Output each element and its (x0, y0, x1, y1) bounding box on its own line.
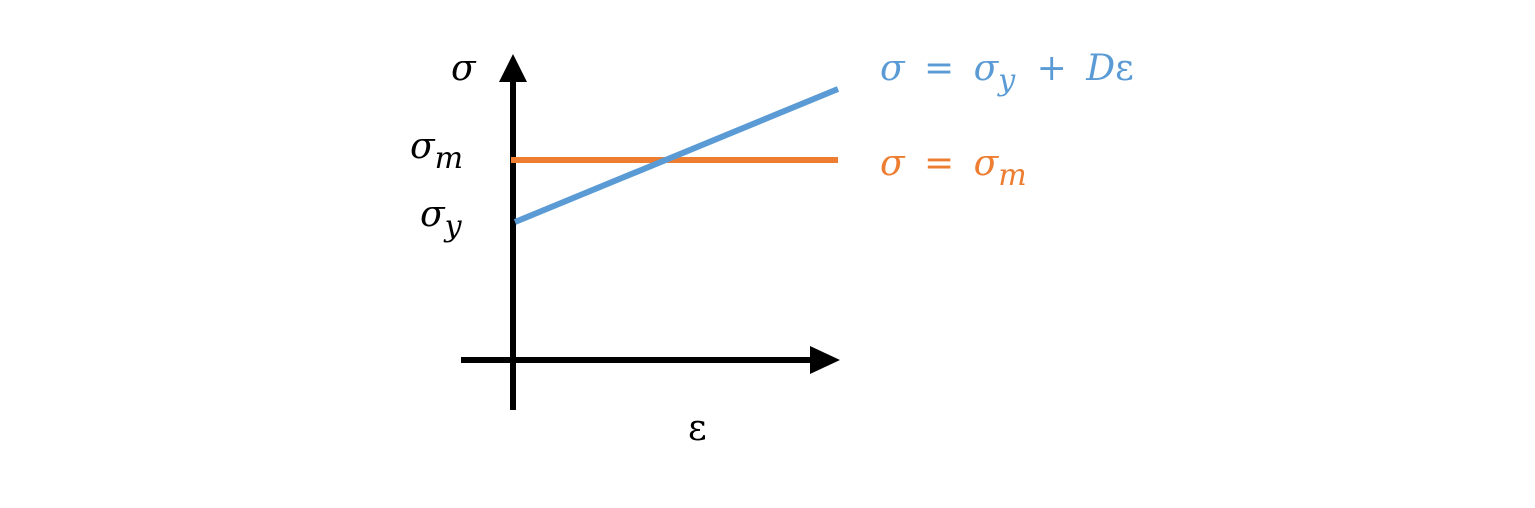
y-axis-arrowhead (499, 54, 527, 82)
hardening-eq-lhs: σ (880, 48, 906, 89)
x-axis-label: ε (688, 408, 707, 449)
sigma-y-tick-sub: y (443, 209, 463, 244)
hardening-eq-sigma: σ (974, 48, 1000, 89)
constant-eq-equals: = (924, 143, 954, 184)
constant-equation: σ = σm (880, 143, 1027, 193)
sigma-m-tick-sub: m (435, 141, 463, 176)
constant-eq-sub: m (998, 158, 1026, 193)
constant-eq-lhs: σ (880, 143, 906, 184)
constant-eq-sigma: σ (974, 143, 1000, 184)
hardening-eq-equals: = (924, 48, 954, 89)
x-axis-arrowhead (810, 346, 840, 374)
sigma-y-tick-label: σy (420, 194, 463, 244)
hardening-eq-eps: ε (1115, 48, 1134, 89)
hardening-equation: σ = σy + Dε (880, 48, 1134, 99)
hardening-eq-sub: y (996, 63, 1016, 98)
hardening-line (513, 86, 840, 225)
sigma-m-tick-label: σm (410, 126, 463, 176)
hardening-eq-plus: + (1037, 48, 1067, 89)
y-axis-label: σ (451, 48, 477, 89)
sigma-y-tick-main: σ (420, 194, 446, 235)
hardening-eq-d: D (1085, 48, 1115, 89)
sigma-m-tick-main: σ (410, 126, 436, 167)
